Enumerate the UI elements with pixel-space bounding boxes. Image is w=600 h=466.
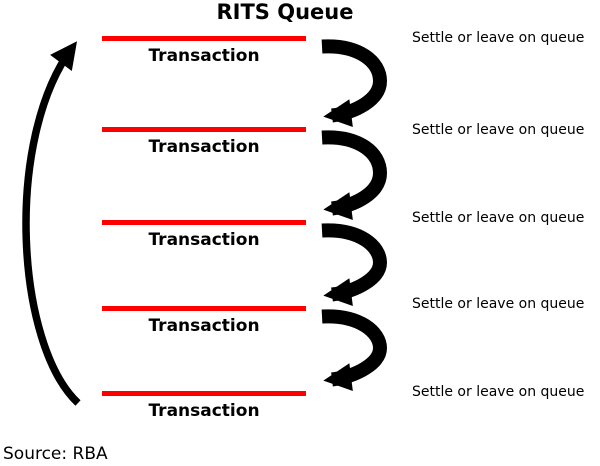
source-note: Source: RBA (3, 444, 108, 464)
queue-step-arrow-icon (321, 309, 388, 391)
settle-note: Settle or leave on queue (412, 210, 585, 226)
queue-step-arrow-icon (321, 223, 388, 306)
diagram-title: RITS Queue (216, 0, 354, 24)
requeue-cycle-arrow-icon (22, 41, 81, 406)
settle-note: Settle or leave on queue (412, 30, 585, 46)
transaction-label: Transaction (148, 137, 260, 157)
settle-note: Settle or leave on queue (412, 384, 585, 400)
settle-note: Settle or leave on queue (412, 122, 585, 138)
transaction-label: Transaction (148, 316, 260, 336)
transaction-label: Transaction (148, 401, 260, 421)
queue-step-arrow-icon (321, 130, 388, 220)
transaction-label: Transaction (148, 230, 260, 250)
settle-note: Settle or leave on queue (412, 296, 585, 312)
transaction-label: Transaction (148, 46, 260, 66)
queue-step-arrow-icon (321, 39, 388, 127)
